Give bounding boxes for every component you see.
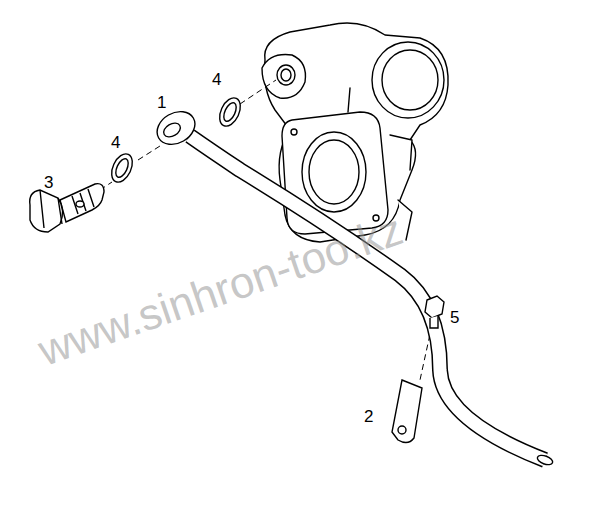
- callout-number: 5: [450, 309, 459, 326]
- callout-number: 4: [212, 71, 221, 88]
- callout-number: 1: [157, 94, 166, 111]
- callout-number: 4: [111, 134, 120, 151]
- callout-number: 2: [364, 408, 373, 425]
- watermark: www.sinhron-too.kz: [33, 207, 408, 373]
- callout-number: 3: [44, 174, 53, 191]
